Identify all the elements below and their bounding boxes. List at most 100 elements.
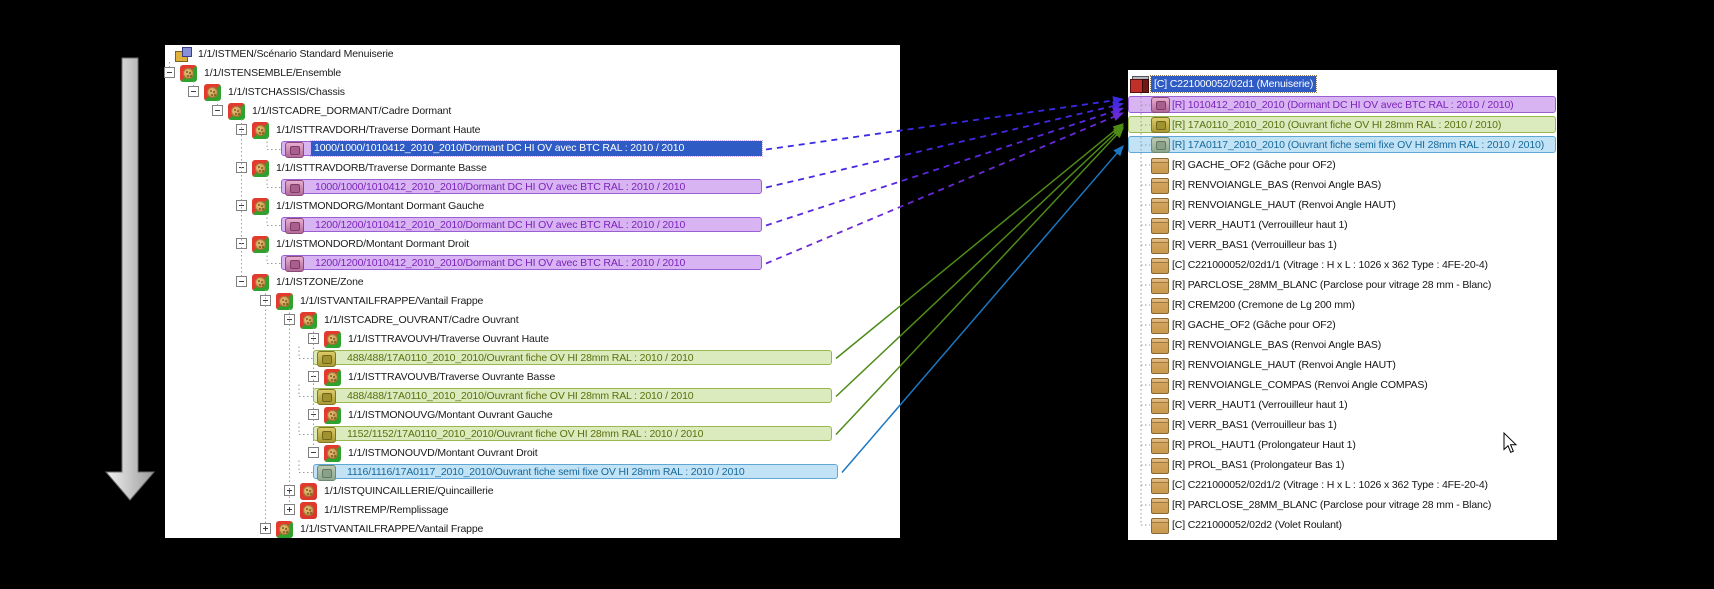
component-box-icon: [1151, 358, 1169, 374]
result-item[interactable]: [R] PARCLOSE_28MM_BLANC (Parclose pour v…: [1128, 495, 1557, 515]
node-icon: [252, 122, 269, 139]
tree-item[interactable]: 1/1/ISTCHASSIS/Chassis: [165, 83, 900, 102]
result-item[interactable]: [R] VERR_BAS1 (Verrouilleur bas 1): [1128, 235, 1557, 255]
result-item[interactable]: [R] VERR_HAUT1 (Verrouilleur haut 1): [1128, 395, 1557, 415]
result-item[interactable]: [R] PROL_HAUT1 (Prolongateur Haut 1): [1128, 435, 1557, 455]
component-box-icon: [1151, 498, 1169, 514]
component-box-icon: [1151, 318, 1169, 334]
tree-item[interactable]: 1/1/ISTVANTAILFRAPPE/Vantail Frappe: [165, 520, 900, 539]
tree-item-label: 1/1/ISTMONOUVD/Montant Ouvrant Droit: [348, 447, 538, 459]
result-item-label: [R] RENVOIANGLE_BAS (Renvoi Angle BAS): [1172, 339, 1382, 351]
component-box-icon: [1151, 418, 1169, 434]
result-item[interactable]: [R] RENVOIANGLE_BAS (Renvoi Angle BAS): [1128, 175, 1557, 195]
node-icon: [276, 293, 293, 310]
highlight-bar-purple: [1128, 96, 1556, 113]
component-box-icon: [1151, 218, 1169, 234]
result-item-label: [R] VERR_HAUT1 (Verrouilleur haut 1): [1172, 219, 1348, 231]
profile-gray-icon: [1151, 137, 1170, 153]
tree-item-profile[interactable]: 1116/1116/17A0117_2010_2010/Ouvrant fich…: [165, 463, 900, 482]
scenario-icon: [174, 46, 192, 63]
tree-item[interactable]: 1/1/ISTENSEMBLE/Ensemble: [164, 64, 900, 83]
mapping-connection-line: [765, 99, 1117, 151]
tree-item-profile[interactable]: 1000/1000/1010412_2010_2010/Dormant DC H…: [165, 178, 900, 197]
result-tree-panel: [C] C221000052/02d1 (Menuiserie)[R] 1010…: [1128, 70, 1557, 540]
result-item[interactable]: [R] CREM200 (Cremone de Lg 200 mm): [1128, 295, 1557, 315]
result-item[interactable]: [R] VERR_HAUT1 (Verrouilleur haut 1): [1128, 215, 1557, 235]
tree-item-profile[interactable]: 1000/1000/1010412_2010_2010/Dormant DC H…: [165, 140, 900, 159]
mapping-connection-line: [835, 129, 1119, 398]
node-icon: [252, 236, 269, 253]
tree-item-label: 1/1/ISTVANTAILFRAPPE/Vantail Frappe: [300, 295, 484, 307]
profile-olive-icon: [317, 427, 336, 443]
result-item-label: [C] C221000052/02d1/2 (Vitrage : H x L :…: [1172, 479, 1488, 491]
tree-item-profile[interactable]: 1200/1200/1010412_2010_2010/Dormant DC H…: [165, 216, 900, 235]
result-item-label: [R] GACHE_OF2 (Gâche pour OF2): [1172, 319, 1336, 331]
profile-pink-icon: [285, 256, 304, 272]
tree-item[interactable]: 1/1/ISTCADRE_OUVRANT/Cadre Ouvrant: [165, 311, 900, 330]
result-item[interactable]: [R] 1010412_2010_2010 (Dormant DC HI OV …: [1128, 95, 1557, 115]
result-item[interactable]: [C] C221000052/02d1/1 (Vitrage : H x L :…: [1128, 255, 1557, 275]
result-item[interactable]: [R] 17A0110_2010_2010 (Ouvrant fiche OV …: [1128, 115, 1557, 135]
tree-item-profile[interactable]: 1152/1152/17A0110_2010_2010/Ouvrant fich…: [165, 425, 900, 444]
tree-item-label: 1/1/ISTCADRE_DORMANT/Cadre Dormant: [252, 105, 452, 117]
profile-olive-icon: [317, 351, 336, 367]
result-item[interactable]: [R] 17A0117_2010_2010 (Ouvrant fiche sem…: [1128, 135, 1557, 155]
result-item[interactable]: [R] RENVOIANGLE_COMPAS (Renvoi Angle COM…: [1128, 375, 1557, 395]
selected-profile-text: 1000/1000/1010412_2010_2010/Dormant DC H…: [310, 140, 763, 157]
tree-item-profile[interactable]: 1200/1200/1010412_2010_2010/Dormant DC H…: [165, 254, 900, 273]
tree-item[interactable]: 1/1/ISTMONDORD/Montant Dormant Droit: [165, 235, 900, 254]
node-icon: [252, 274, 269, 291]
tree-item[interactable]: 1/1/ISTVANTAILFRAPPE/Vantail Frappe: [165, 292, 900, 311]
component-box-icon: [1151, 258, 1169, 274]
tree-item-label: 1000/1000/1010412_2010_2010/Dormant DC H…: [314, 142, 685, 154]
tree-item-label: 1/1/ISTCHASSIS/Chassis: [228, 86, 345, 98]
result-item-label: [R] VERR_BAS1 (Verrouilleur bas 1): [1172, 419, 1337, 431]
tree-item-label: 488/488/17A0110_2010_2010/Ouvrant fiche …: [347, 352, 694, 364]
tree-item-profile[interactable]: 488/488/17A0110_2010_2010/Ouvrant fiche …: [165, 349, 900, 368]
result-item[interactable]: [C] C221000052/02d2 (Volet Roulant): [1128, 515, 1557, 535]
component-box-icon: [1151, 238, 1169, 254]
tree-item[interactable]: 1/1/ISTREMP/Remplissage: [165, 501, 900, 520]
tree-item[interactable]: 1/1/ISTTRAVOUVH/Traverse Ouvrant Haute: [165, 330, 900, 349]
highlight-bar-green: [313, 350, 832, 365]
expand-icon[interactable]: [284, 504, 295, 515]
tree-item[interactable]: 1/1/ISTQUINCAILLERIE/Quincaillerie: [165, 482, 900, 501]
tree-item[interactable]: 1/1/ISTZONE/Zone: [165, 273, 900, 292]
result-item[interactable]: [R] GACHE_OF2 (Gâche pour OF2): [1128, 155, 1557, 175]
result-item[interactable]: [R] RENVOIANGLE_BAS (Renvoi Angle BAS): [1128, 335, 1557, 355]
result-item[interactable]: [R] PROL_BAS1 (Prolongateur Bas 1): [1128, 455, 1557, 475]
highlight-bar-cyan: [313, 464, 838, 479]
result-root-item[interactable]: [C] C221000052/02d1 (Menuiserie): [1128, 75, 1557, 95]
tree-item-label: 1/1/ISTMONDORG/Montant Dormant Gauche: [276, 200, 485, 212]
node-icon: [252, 160, 269, 177]
tree-item[interactable]: 1/1/ISTTRAVDORH/Traverse Dormant Haute: [165, 121, 900, 140]
mapping-connection-line: [765, 114, 1117, 265]
component-box-icon: [1151, 278, 1169, 294]
tree-item[interactable]: 1/1/ISTTRAVOUVB/Traverse Ouvrante Basse: [165, 368, 900, 387]
tree-item-label: 1/1/ISTTRAVDORB/Traverse Dormante Basse: [276, 162, 487, 174]
tree-item[interactable]: 1/1/ISTCADRE_DORMANT/Cadre Dormant: [165, 102, 900, 121]
tree-item[interactable]: 1/1/ISTMONOUVD/Montant Ouvrant Droit: [165, 444, 900, 463]
result-item-label: [R] 17A0117_2010_2010 (Ouvrant fiche sem…: [1172, 139, 1545, 151]
expand-icon[interactable]: [260, 523, 271, 534]
tree-item-profile[interactable]: 488/488/17A0110_2010_2010/Ouvrant fiche …: [165, 387, 900, 406]
tree-item[interactable]: 1/1/ISTMEN/Scénario Standard Menuiserie: [165, 45, 900, 64]
collapse-icon[interactable]: [308, 447, 319, 458]
result-item-label: [R] RENVOIANGLE_HAUT (Renvoi Angle HAUT): [1172, 199, 1396, 211]
tree-item-label: 1/1/ISTTRAVOUVB/Traverse Ouvrante Basse: [348, 371, 556, 383]
profile-gray-icon: [317, 465, 336, 481]
result-item[interactable]: [R] RENVOIANGLE_HAUT (Renvoi Angle HAUT): [1128, 195, 1557, 215]
tree-item[interactable]: 1/1/ISTMONOUVG/Montant Ouvrant Gauche: [165, 406, 900, 425]
component-box-icon: [1151, 518, 1169, 534]
result-item[interactable]: [R] GACHE_OF2 (Gâche pour OF2): [1128, 315, 1557, 335]
result-item-label: [R] VERR_HAUT1 (Verrouilleur haut 1): [1172, 399, 1348, 411]
result-item[interactable]: [R] PARCLOSE_28MM_BLANC (Parclose pour v…: [1128, 275, 1557, 295]
profile-pink-icon: [285, 142, 304, 158]
node-icon: [300, 483, 317, 500]
result-item[interactable]: [C] C221000052/02d1/2 (Vitrage : H x L :…: [1128, 475, 1557, 495]
result-item[interactable]: [R] RENVOIANGLE_HAUT (Renvoi Angle HAUT): [1128, 355, 1557, 375]
result-item[interactable]: [R] VERR_BAS1 (Verrouilleur bas 1): [1128, 415, 1557, 435]
